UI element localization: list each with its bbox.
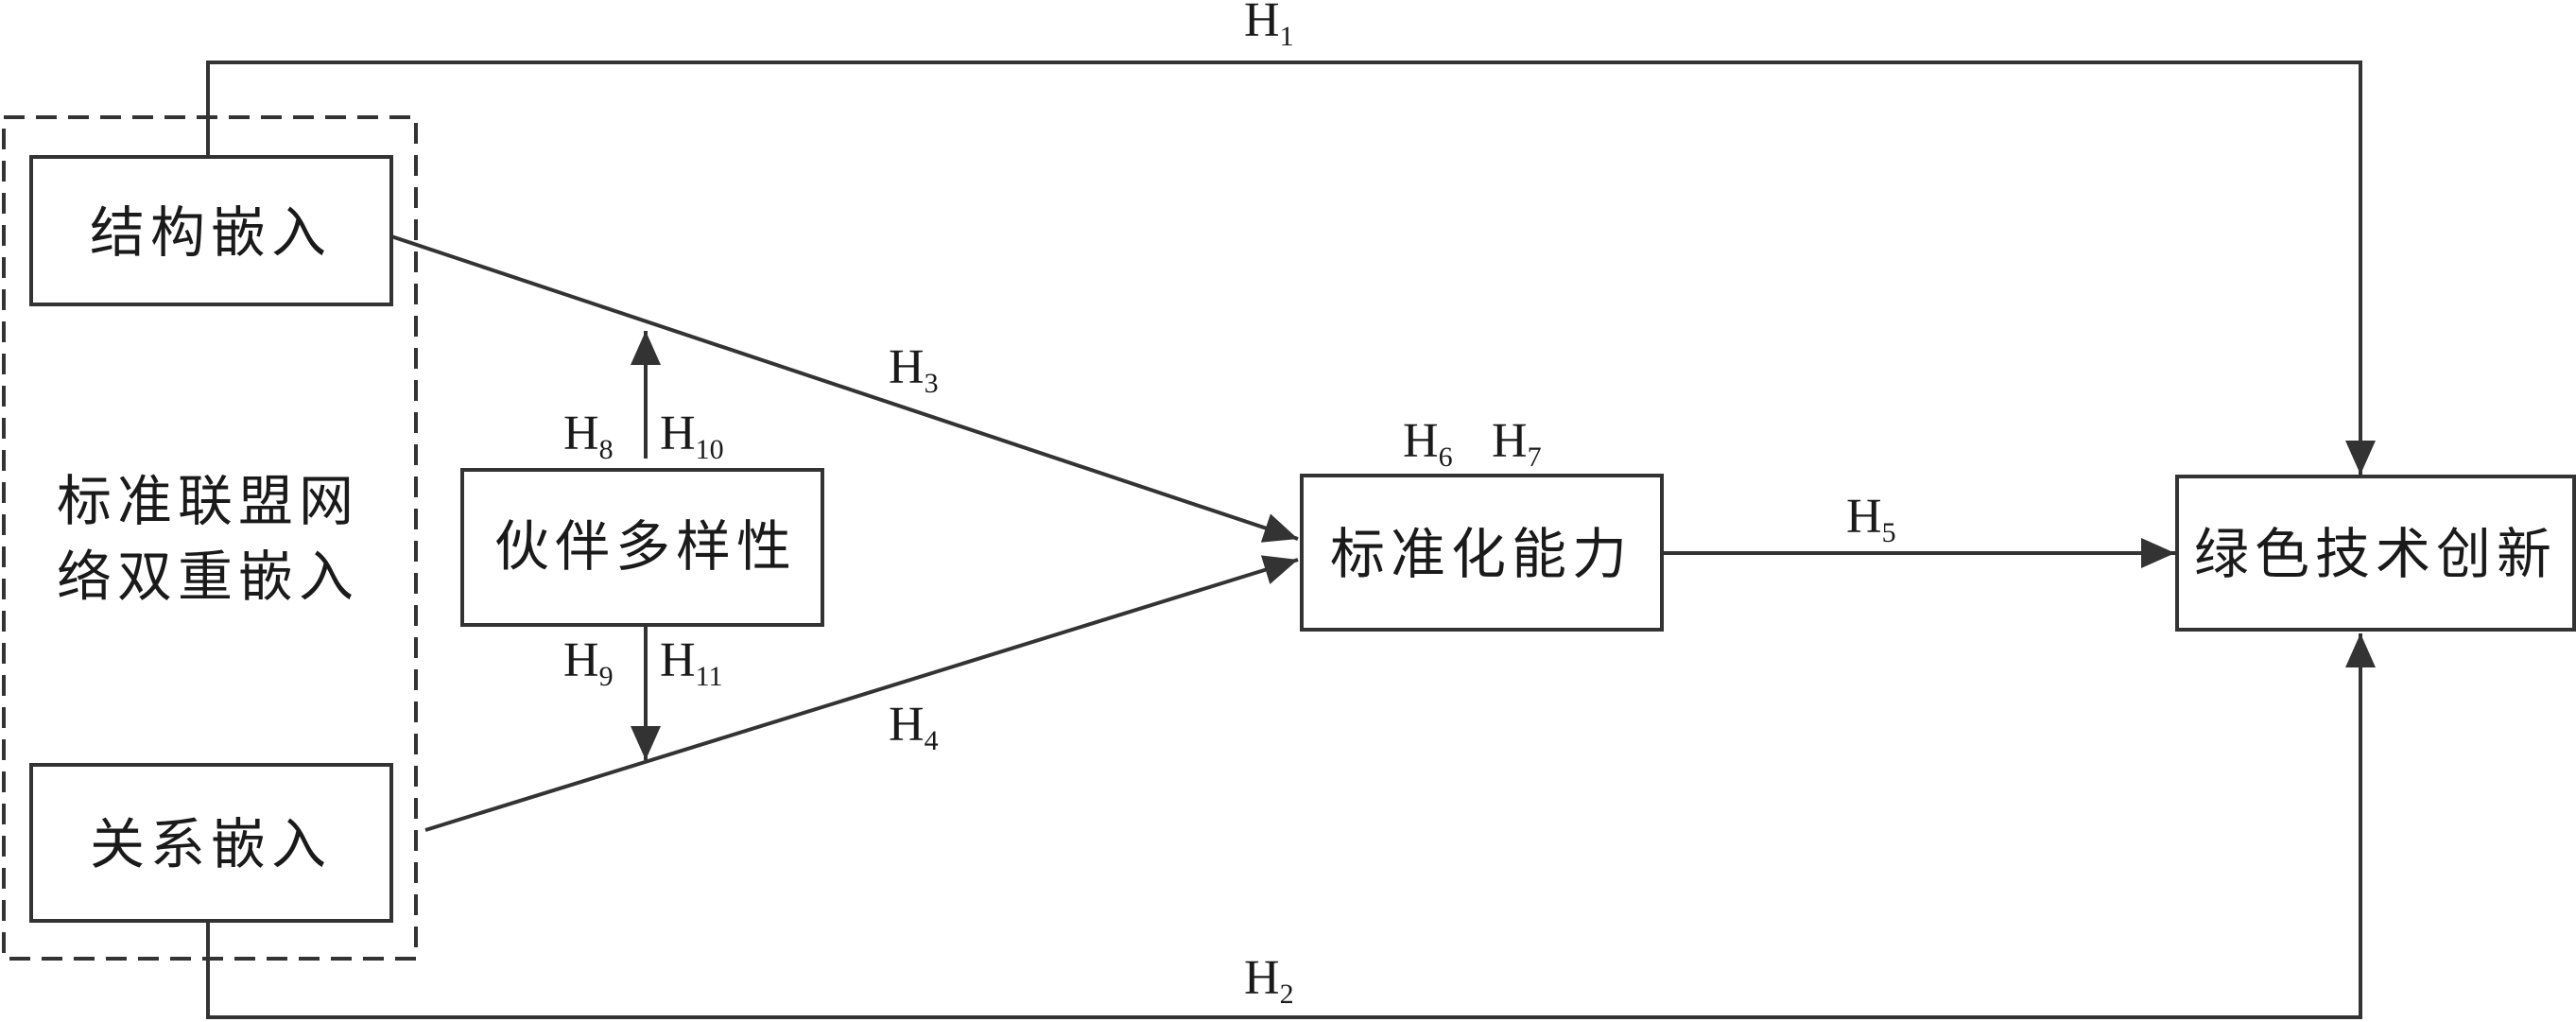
node-standardization-capability-label: 标准化能力 bbox=[1330, 522, 1633, 586]
label-h4: H4 bbox=[889, 698, 939, 756]
node-dual-embedding-line2: 络双重嵌入 bbox=[57, 545, 359, 609]
node-partner-diversity-label: 伙伴多样性 bbox=[494, 514, 797, 579]
label-h9: H9 bbox=[563, 633, 614, 692]
node-relational-embedding: 关系嵌入 bbox=[29, 763, 393, 923]
arrow-h3 bbox=[390, 234, 1299, 543]
node-structural-embedding-label: 结构嵌入 bbox=[90, 200, 332, 265]
node-standardization-capability: 标准化能力 bbox=[1300, 474, 1664, 632]
label-h5: H5 bbox=[1846, 490, 1896, 548]
label-h3: H3 bbox=[889, 340, 939, 399]
label-h8: H8 bbox=[563, 407, 614, 465]
label-h11: H11 bbox=[660, 633, 722, 692]
node-green-innovation: 绿色技术创新 bbox=[2175, 475, 2576, 632]
node-partner-diversity: 伙伴多样性 bbox=[460, 468, 824, 627]
label-h7: H7 bbox=[1492, 414, 1542, 473]
arrow-h4 bbox=[424, 555, 1299, 832]
node-structural-embedding: 结构嵌入 bbox=[29, 155, 393, 306]
arrow-h1 bbox=[206, 61, 2376, 475]
label-h10: H10 bbox=[660, 407, 724, 465]
label-h2: H2 bbox=[1244, 951, 1294, 1010]
node-relational-embedding-label: 关系嵌入 bbox=[90, 812, 332, 876]
label-h6: H6 bbox=[1403, 414, 1453, 473]
arrow-h2 bbox=[206, 633, 2376, 1019]
node-dual-embedding-line1: 标准联盟网 bbox=[57, 469, 359, 533]
node-dual-embedding: 标准联盟网 络双重嵌入 bbox=[57, 469, 359, 609]
node-green-innovation-label: 绿色技术创新 bbox=[2194, 522, 2557, 586]
label-h1: H1 bbox=[1244, 0, 1294, 52]
